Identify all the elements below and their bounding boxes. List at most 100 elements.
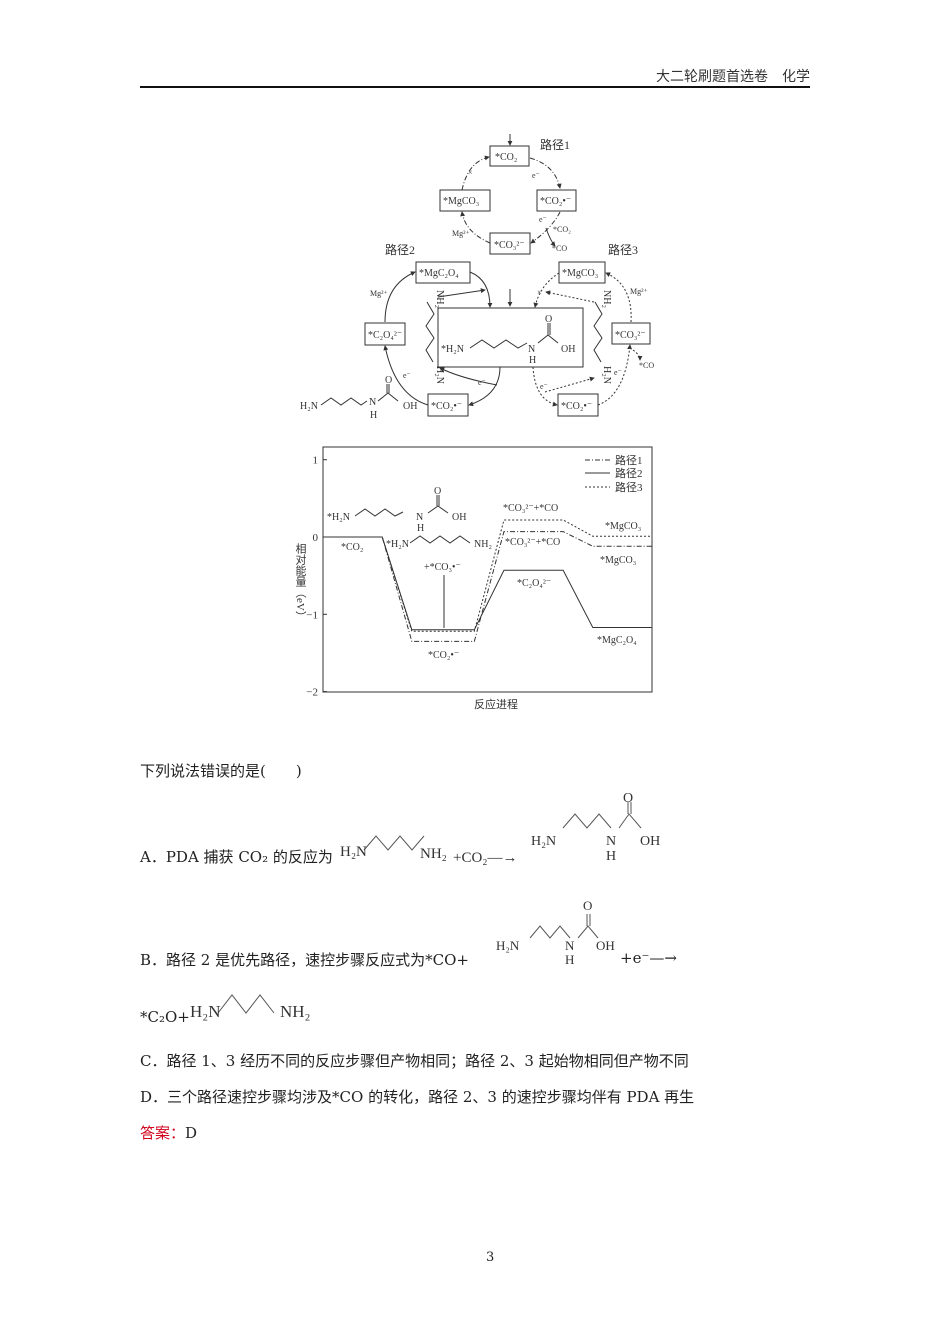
mol-o: O [623,791,633,806]
chart-frame [322,446,653,693]
co2-label: *CO₂ [553,225,571,234]
series-line-path2 [323,536,652,631]
label-path2: 路径2 [385,242,415,257]
box-path1-mgco3 [439,189,491,212]
mg-label: Mg²⁺ [370,289,388,298]
path3-co2-radical: *CO₂•⁻ [561,401,592,412]
mol-oh: OH [640,834,660,849]
path2-c2o4: *C₂O₄²⁻ [368,330,402,341]
y-tick-label: −1 [306,609,318,621]
annotation-co3-co-top: *CO₃²⁻+*CO [503,503,558,514]
annotation-plus-co3: +*CO₃•⁻ [424,562,461,573]
annotation-co2-radical: *CO₂•⁻ [428,650,459,661]
option-a-plus-co2: +CO₂—→ [453,850,518,866]
electron-label: e⁻ [614,368,622,377]
path1-co3: *CO₃²⁻ [494,240,525,251]
box-center-adduct [437,307,584,368]
mol-h2n: H₂N [340,844,367,860]
pda-structure: H₂N NH₂ +CO₂—→ [340,835,518,866]
question-stem: 下列说法错误的是( ) [140,762,302,780]
adduct-h: H [417,523,424,534]
mol-nh2: NH₂ [420,846,447,862]
legend-label-path1: 路径1 [615,454,643,467]
page-number: 3 [486,1250,495,1265]
mg-label: Mg²⁺ [452,229,470,238]
side-o: O [385,375,392,386]
electron-label: e⁻ [539,215,547,224]
y-tick-label: 1 [313,455,319,467]
header-rule [140,86,810,88]
y-tick-label: 0 [313,532,319,544]
option-b-text: B．路径 2 是优先路径，速控步骤反应式为*CO+ [140,951,469,969]
annotation-mgco3-mid: *MgCO₃ [600,555,636,566]
pathway-diagram: 路径1 路径2 路径3 *CO₂ *MgCO₃ *CO₂•⁻ *CO₃²⁻ *M… [300,134,654,421]
box-path3-co3 [611,322,651,345]
legend-label-path3: 路径3 [615,481,643,494]
label-path3: 路径3 [608,242,638,257]
box-path2-c2o4 [364,322,406,346]
carbamic-acid-structure: H₂N N H O OH [531,791,660,864]
center-o: O [545,314,552,325]
annotation-mgco3-top: *MgCO₃ [605,521,641,532]
side-oh: OH [403,401,417,412]
y-tick-label: −2 [306,687,318,699]
electron-label: e⁻ [478,378,486,387]
y-axis-label: 相对能量（eV） [294,543,307,622]
mol-oh: OH [596,938,615,953]
option-a-text: A．PDA 捕获 CO₂ 的反应为 [140,848,333,866]
legend-label-path2: 路径2 [615,467,643,480]
option-b-plus-electron: +e⁻—→ [620,949,677,967]
answer-label: 答案： [140,1124,186,1142]
adduct-oh: OH [452,512,466,523]
mol-o: O [583,898,592,913]
option-d-text: D．三个路径速控步骤均涉及*CO 的转化，路径 2、3 的速控步骤均伴有 PDA… [140,1088,695,1106]
path2-co2-radical: *CO₂•⁻ [431,401,462,412]
label-path1: 路径1 [540,137,570,152]
co-label: *CO [552,244,567,253]
box-path1-co3 [489,232,531,255]
mol-h: H [565,952,574,967]
energy-chart: 10−1−2 路径1 路径2 路径3 *H₂N N H O OH *CO₂ *H… [294,446,653,711]
center-oh: OH [561,344,575,355]
center-n: N [528,344,535,355]
side-h2n: H₂N [300,401,318,412]
annotation-pda-h2n: *H₂N [386,539,409,550]
path1-co2: *CO₂ [495,152,517,163]
x-axis-label: 反应进程 [474,697,518,711]
mg-label: Mg²⁺ [630,287,648,296]
electron-label: e⁻ [403,371,411,380]
option-c-text: C．路径 1、3 经历不同的反应步骤但产物相同；路径 2、3 起始物相同但产物不… [140,1052,689,1070]
path1-mgco3: *MgCO₃ [443,196,479,207]
side-h: H [370,410,377,421]
path2-mgc2o4: *MgC₂O₄ [419,268,459,279]
annotation-pda-nh2: NH₂ [474,539,492,550]
series-line-path3 [323,519,652,632]
mol-n: N [606,834,616,849]
annotation-c2o4: *C₂O₄²⁻ [517,578,551,589]
electron-label: e⁻ [540,382,548,391]
option-b-line2: *C₂O+ [140,1008,190,1026]
box-path1-co2 [489,145,530,167]
side-n: N [369,397,376,408]
series-line-path1 [323,531,652,642]
answer: 答案：D [140,1122,197,1143]
chain-right-h2n: H₂N [601,366,612,384]
path1-co2-radical: *CO₂•⁻ [540,196,571,207]
center-h: H [529,355,536,366]
chain-left-nh2: NH₂ [434,290,445,308]
annotation-mgc2o4: *MgC₂O₄ [597,635,637,646]
answer-value: D [185,1124,198,1142]
pda-structure: H₂N NH₂ [190,994,310,1021]
chain-left-h2n: H₂N [434,366,445,384]
path3-mgco3: *MgCO₃ [562,268,598,279]
mol-h2n: H₂N [496,938,520,953]
chain-right-nh2: NH₂ [601,290,612,308]
mol-h2n: H₂N [190,1002,220,1021]
adduct-h2n: *H₂N [327,512,350,523]
mol-h: H [606,849,616,864]
adduct-n: N [416,512,423,523]
carbamic-acid-structure: H₂N N H O OH [496,898,615,967]
annotation-co3-co-mid: *CO₃²⁻+*CO [505,537,560,548]
annotation-co2: *CO₂ [341,542,363,553]
co-label: *CO [639,361,654,370]
